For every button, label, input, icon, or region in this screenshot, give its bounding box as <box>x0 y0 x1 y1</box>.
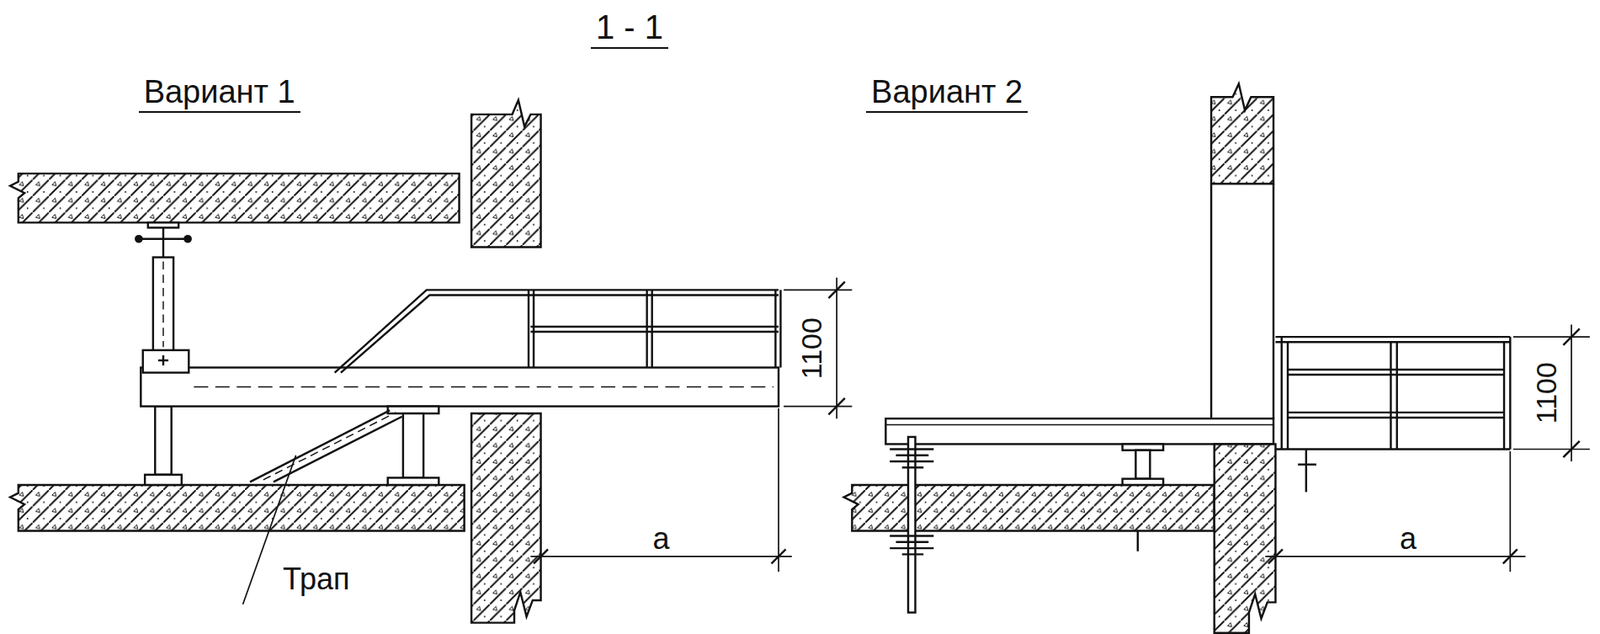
dimension-value: a <box>1399 521 1417 556</box>
variant-heading: Вариант 1 <box>138 74 301 114</box>
variant-1 <box>10 100 852 623</box>
part-name: Трап <box>280 562 353 596</box>
variant-2 <box>844 83 1590 633</box>
variant-heading: Вариант 2 <box>866 74 1028 114</box>
dimension-value: 1100 <box>796 317 828 379</box>
section-title: 1 - 1 <box>590 8 669 49</box>
dimension-value: 1100 <box>1530 361 1563 424</box>
dimension-value: a <box>653 521 670 556</box>
